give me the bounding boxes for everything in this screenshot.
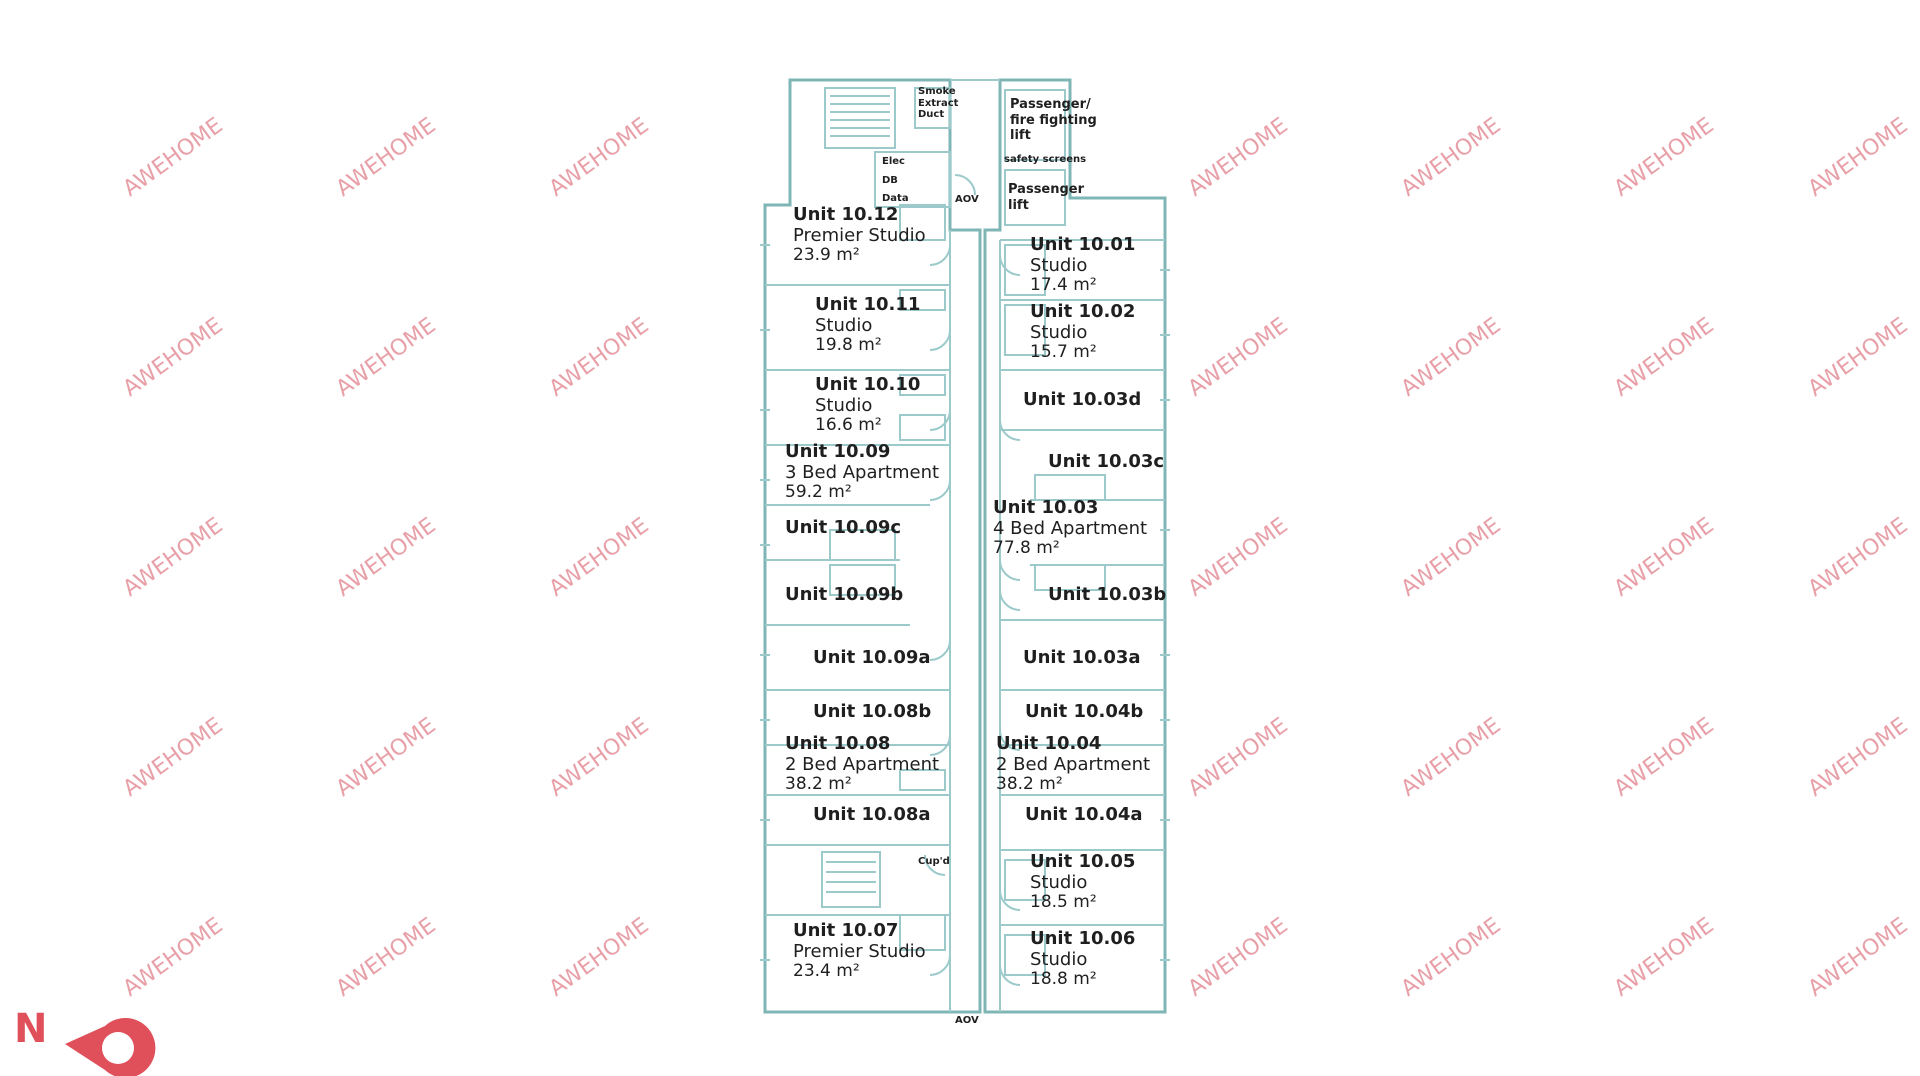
unit-area: 18.5 m² [1030, 892, 1097, 913]
unit-type: 4 Bed Apartment [993, 517, 1148, 539]
unit-number: Unit 10.02 [1030, 301, 1136, 322]
unit-type: Studio [1030, 948, 1088, 970]
unit-10-08a: Unit 10.08a [813, 804, 931, 826]
unit-10-03: Unit 10.03 4 Bed Apartment 77.8 m² [993, 497, 1148, 559]
exterior-walls [763, 78, 1167, 1014]
safety-screens-label: safety screens [1004, 154, 1087, 165]
elec-label: Elec [882, 156, 905, 167]
unit-area: 38.2 m² [996, 774, 1063, 795]
unit-number: Unit 10.04 [996, 733, 1102, 754]
unit-number: Unit 10.03b [1048, 584, 1167, 605]
unit-number: Unit 10.03d [1023, 389, 1142, 410]
unit-10-09c: Unit 10.09c [785, 517, 902, 539]
data-label: Data [882, 193, 909, 204]
unit-area: 18.8 m² [1030, 969, 1097, 990]
unit-number: Unit 10.03a [1023, 647, 1141, 668]
lift-shaft-1 [1004, 89, 1066, 161]
unit-area: 23.4 m² [793, 961, 860, 982]
unit-number: Unit 10.12 [793, 204, 899, 225]
unit-10-10: Unit 10.10 Studio 16.6 m² [815, 374, 921, 436]
fire-lift-label: Passenger/ fire fighting lift [1010, 97, 1097, 144]
unit-area: 77.8 m² [993, 538, 1060, 559]
unit-10-03a: Unit 10.03a [1023, 647, 1141, 669]
unit-type: Premier Studio [793, 224, 926, 246]
unit-10-03b: Unit 10.03b [1048, 584, 1167, 606]
unit-type: Premier Studio [793, 940, 926, 962]
unit-10-03c: Unit 10.03c [1048, 451, 1165, 473]
unit-10-09: Unit 10.09 3 Bed Apartment 59.2 m² [785, 441, 940, 503]
unit-type: Studio [1030, 871, 1088, 893]
unit-10-08: Unit 10.08 2 Bed Apartment 38.2 m² [785, 733, 940, 795]
unit-area: 38.2 m² [785, 774, 852, 795]
unit-number: Unit 10.09b [785, 584, 904, 605]
unit-number: Unit 10.09 [785, 441, 891, 462]
unit-number: Unit 10.08 [785, 733, 891, 754]
unit-number: Unit 10.04b [1025, 701, 1144, 722]
riser-cupboard [874, 151, 951, 208]
unit-number: Unit 10.10 [815, 374, 921, 395]
unit-number: Unit 10.05 [1030, 851, 1136, 872]
unit-number: Unit 10.03 [993, 497, 1099, 518]
stair-core-bottom [821, 851, 881, 908]
aov-top-label: AOV [955, 194, 979, 205]
unit-number: Unit 10.11 [815, 294, 921, 315]
unit-number: Unit 10.01 [1030, 234, 1136, 255]
unit-type: 3 Bed Apartment [785, 461, 940, 483]
unit-number: Unit 10.08a [813, 804, 931, 825]
unit-area: 19.8 m² [815, 335, 882, 356]
unit-10-04b: Unit 10.04b [1025, 701, 1144, 723]
unit-type: Studio [815, 394, 873, 416]
db-label: DB [882, 175, 898, 186]
unit-number: Unit 10.09c [785, 517, 902, 538]
unit-10-11: Unit 10.11 Studio 19.8 m² [815, 294, 921, 356]
unit-10-01: Unit 10.01 Studio 17.4 m² [1030, 234, 1136, 296]
unit-number: Unit 10.09a [813, 647, 931, 668]
unit-10-05: Unit 10.05 Studio 18.5 m² [1030, 851, 1136, 913]
right-wing-wall [983, 78, 1167, 1014]
unit-type: Studio [1030, 321, 1088, 343]
north-arrow-icon [65, 1018, 156, 1076]
unit-area: 59.2 m² [785, 482, 852, 503]
aov-bottom-label: AOV [955, 1015, 979, 1026]
unit-10-08b: Unit 10.08b [813, 701, 932, 723]
unit-10-04: Unit 10.04 2 Bed Apartment 38.2 m² [996, 733, 1151, 795]
unit-number: Unit 10.07 [793, 920, 899, 941]
stair-core-top [824, 87, 896, 149]
passenger-lift-label: Passenger lift [1008, 182, 1085, 213]
unit-type: 2 Bed Apartment [996, 753, 1151, 775]
smoke-extract-label: Smoke Extract Duct [918, 86, 959, 120]
left-wing-wall [763, 78, 982, 1014]
unit-number: Unit 10.06 [1030, 928, 1136, 949]
lift-shaft-2 [1004, 169, 1066, 226]
unit-type: Studio [815, 314, 873, 336]
unit-area: 16.6 m² [815, 415, 882, 436]
unit-10-06: Unit 10.06 Studio 18.8 m² [1030, 928, 1136, 990]
cupboard-label: Cup'd [918, 856, 950, 867]
unit-10-04a: Unit 10.04a [1025, 804, 1143, 826]
north-label: N [14, 1006, 48, 1052]
unit-10-09a: Unit 10.09a [813, 647, 931, 669]
smoke-duct [914, 87, 951, 129]
unit-number: Unit 10.03c [1048, 451, 1165, 472]
unit-10-12: Unit 10.12 Premier Studio 23.9 m² [793, 204, 926, 266]
unit-number: Unit 10.04a [1025, 804, 1143, 825]
unit-10-02: Unit 10.02 Studio 15.7 m² [1030, 301, 1136, 363]
unit-10-03d: Unit 10.03d [1023, 389, 1142, 411]
unit-area: 23.9 m² [793, 245, 860, 266]
unit-10-09b: Unit 10.09b [785, 584, 904, 606]
interior-walls [760, 79, 1170, 1012]
unit-number: Unit 10.08b [813, 701, 932, 722]
unit-area: 15.7 m² [1030, 342, 1097, 363]
unit-type: 2 Bed Apartment [785, 753, 940, 775]
unit-type: Studio [1030, 254, 1088, 276]
unit-area: 17.4 m² [1030, 275, 1097, 296]
unit-10-07: Unit 10.07 Premier Studio 23.4 m² [793, 920, 926, 982]
